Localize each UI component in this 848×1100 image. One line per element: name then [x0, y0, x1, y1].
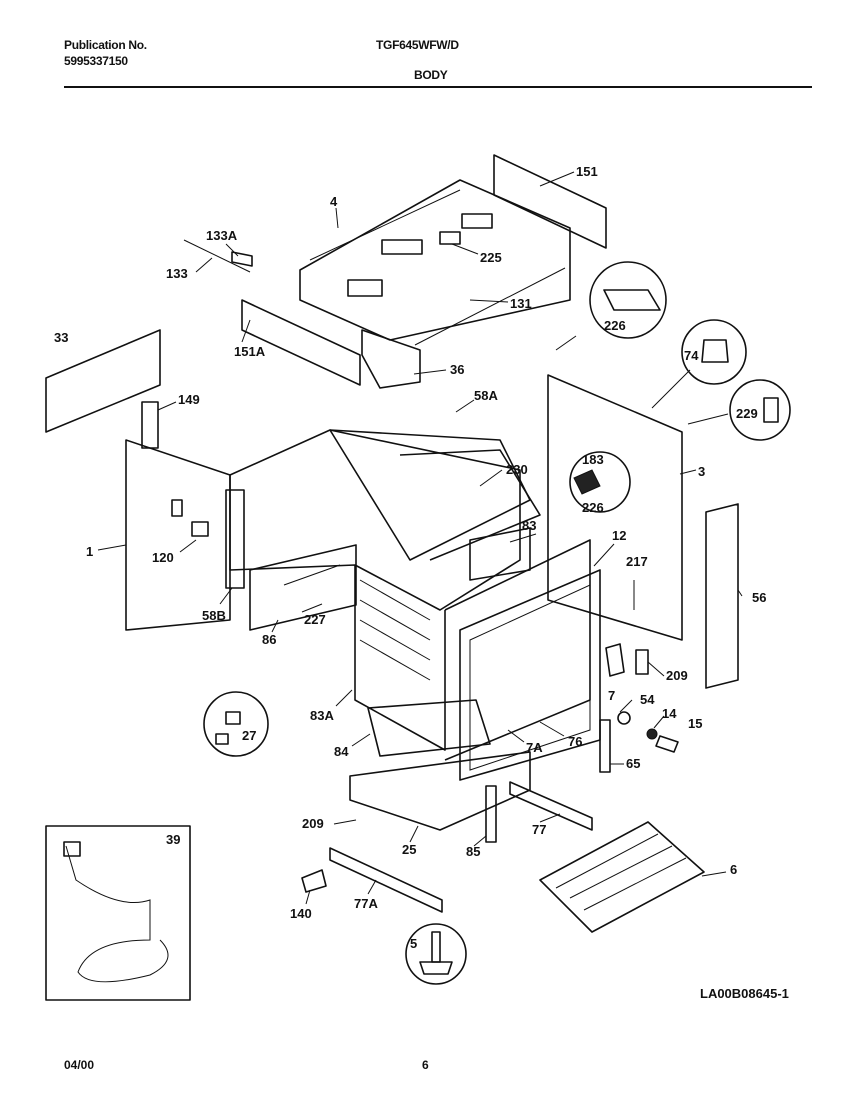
- label-77: 77: [532, 822, 546, 837]
- part-54-14-15: [617, 711, 679, 753]
- footer-page: 6: [422, 1058, 429, 1072]
- label-39: 39: [166, 832, 180, 847]
- part-140-clip: [301, 869, 327, 893]
- part-65-leg: [599, 719, 611, 773]
- part-86-lower-panel: [249, 544, 357, 631]
- label-77a: 77A: [354, 896, 378, 911]
- drawing-id: LA00B08645-1: [700, 986, 789, 1001]
- label-25: 25: [402, 842, 416, 857]
- label-6: 6: [730, 862, 737, 877]
- part-85-leg: [485, 785, 497, 843]
- publication-number: 5995337150: [64, 54, 128, 68]
- part-6-oven-rack: [539, 821, 705, 933]
- label-226b: 226: [582, 500, 604, 515]
- label-58a: 58A: [474, 388, 498, 403]
- part-3-side-panel: [547, 374, 683, 641]
- part-77-rail: [509, 781, 593, 831]
- label-209b: 209: [302, 816, 324, 831]
- label-74: 74: [684, 348, 699, 363]
- publication-label: Publication No.: [64, 38, 147, 52]
- label-225: 225: [480, 250, 502, 265]
- part-36-bracket: [361, 329, 421, 389]
- part-133-bracket: [183, 239, 253, 273]
- label-15: 15: [688, 716, 702, 731]
- oven-cavity: [229, 429, 591, 761]
- label-1: 1: [86, 544, 93, 559]
- label-133: 133: [166, 266, 188, 281]
- label-131: 131: [510, 296, 532, 311]
- part-1-side-panel: [125, 439, 231, 631]
- label-86: 86: [262, 632, 276, 647]
- part-149: [141, 401, 159, 449]
- part-183-inset: [569, 451, 631, 513]
- label-12: 12: [612, 528, 626, 543]
- label-133a: 133A: [206, 228, 238, 243]
- label-4: 4: [330, 194, 338, 209]
- label-33: 33: [54, 330, 68, 345]
- label-140: 140: [290, 906, 312, 921]
- label-56: 56: [752, 590, 766, 605]
- label-151: 151: [576, 164, 598, 179]
- label-226a: 226: [604, 318, 626, 333]
- part-229-inset: [729, 379, 791, 441]
- label-217: 217: [626, 554, 648, 569]
- part-74-inset: [681, 319, 747, 385]
- part-33-back-panel: [45, 329, 161, 433]
- part-58b-insulation: [225, 489, 245, 589]
- part-151a-front-trim: [241, 299, 361, 386]
- label-5: 5: [410, 936, 417, 951]
- part-84-bottom: [367, 699, 491, 757]
- label-7a: 7A: [526, 740, 543, 755]
- part-83-broiler: [469, 527, 531, 581]
- part-209-clip: [635, 649, 649, 675]
- part-7: [605, 643, 625, 677]
- label-183: 183: [582, 452, 604, 467]
- label-83a: 83A: [310, 708, 334, 723]
- label-151a: 151A: [234, 344, 266, 359]
- part-226-inset: [589, 261, 667, 339]
- label-54: 54: [640, 692, 655, 707]
- label-27: 27: [242, 728, 256, 743]
- part-25-floor: [349, 751, 531, 831]
- label-83: 83: [522, 518, 536, 533]
- label-58b: 58B: [202, 608, 226, 623]
- label-209a: 209: [666, 668, 688, 683]
- part-39-cord-box: [45, 825, 191, 1001]
- header-rule: [64, 86, 812, 88]
- section-title: BODY: [414, 68, 448, 82]
- label-65: 65: [626, 756, 640, 771]
- part-4-top-panel: [299, 179, 571, 346]
- label-3: 3: [698, 464, 705, 479]
- part-5-inset: [405, 923, 467, 985]
- label-229: 229: [736, 406, 758, 421]
- label-7: 7: [608, 688, 615, 703]
- label-14: 14: [662, 706, 677, 721]
- part-56-trim: [705, 503, 739, 689]
- part-77a-rail: [329, 847, 443, 913]
- label-230: 230: [506, 462, 528, 477]
- part-58a-insulation: [329, 429, 541, 561]
- label-36: 36: [450, 362, 464, 377]
- part-labels: 151 4 133A 225 133 131 226 33 151A 36 74…: [54, 164, 766, 951]
- leader-lines: [97, 171, 743, 905]
- label-85: 85: [466, 844, 480, 859]
- model-number: TGF645WFW/D: [376, 38, 459, 52]
- label-76: 76: [568, 734, 582, 749]
- footer-date: 04/00: [64, 1058, 95, 1072]
- label-227: 227: [304, 612, 326, 627]
- label-120: 120: [152, 550, 174, 565]
- label-84: 84: [334, 744, 349, 759]
- label-149: 149: [178, 392, 200, 407]
- part-27-inset: [203, 691, 269, 757]
